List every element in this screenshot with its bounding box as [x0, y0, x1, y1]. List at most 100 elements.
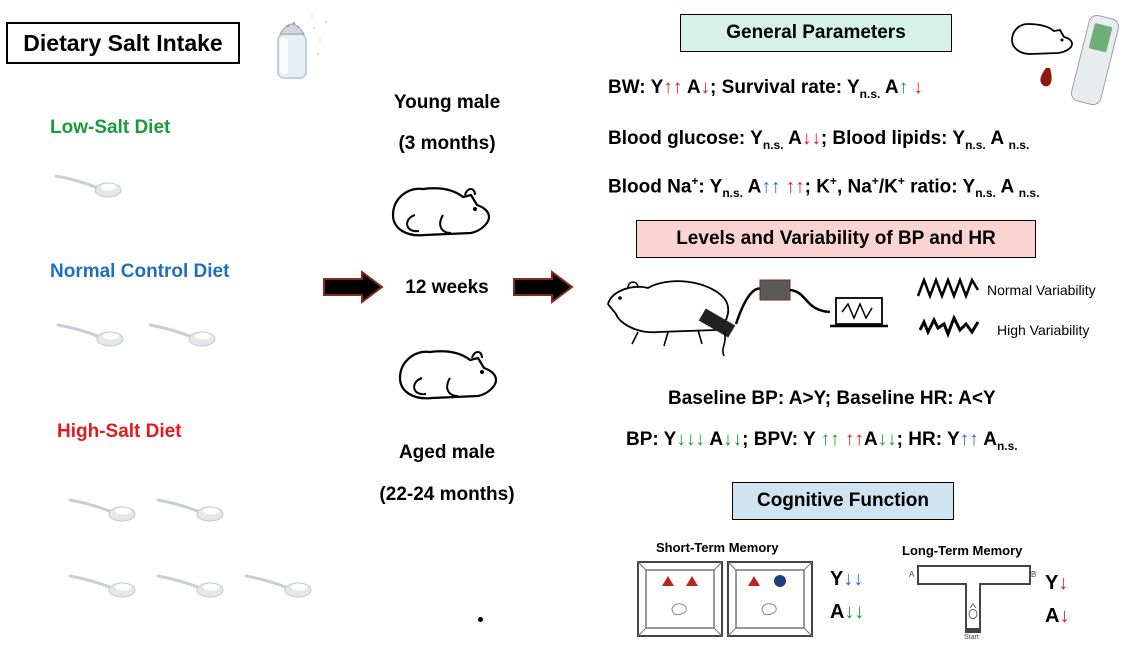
k-text: ; K: [804, 176, 830, 198]
high-salt-label: High-Salt Diet: [57, 421, 182, 442]
glucose-aged-arrows: ↓↓: [801, 128, 821, 149]
long-young-arrow: ↓: [1058, 572, 1069, 594]
long-aged-arrow: ↓: [1059, 605, 1070, 627]
arrow-right-icon: [513, 270, 574, 304]
lipids-text: ; Blood lipids: Y: [820, 128, 966, 149]
general-header-text: General Parameters: [726, 22, 906, 43]
salt-spoons: [54, 174, 313, 599]
lipids-aged-text: A: [985, 128, 1009, 149]
bp-header-text: Levels and Variability of BP and HR: [676, 228, 996, 249]
long-term-label: Long-Term Memory: [902, 543, 1023, 558]
na-aged-arrows-blue: ↑↑: [761, 176, 781, 198]
maze-start-label: Start: [964, 634, 979, 641]
short-young-arrows: ↓↓: [843, 568, 864, 590]
ratio-k-sup: +: [897, 174, 905, 188]
telemetry-illustration: [607, 279, 888, 357]
normal-variability-wave-icon: [916, 276, 980, 300]
aged-age: (22-24 months): [379, 484, 515, 505]
bpv-aged-arrows: ↓↓: [877, 429, 897, 450]
ratio-k-text: /K: [878, 176, 898, 198]
ratio-aged-sub: n.s.: [1018, 186, 1040, 201]
short-aged-text: A: [830, 601, 845, 623]
short-young-text: Y: [830, 568, 844, 590]
glucose-young-sub: n.s.: [762, 137, 784, 152]
bw-line: BW: Y↑↑ A↓; Survival rate: Yn.s. A↑ ↓: [608, 77, 923, 101]
na-sup: +: [691, 174, 699, 188]
spoon-icon: [244, 574, 313, 599]
long-aged-text: A: [1045, 605, 1060, 627]
maze-arm-b-label: B: [1031, 570, 1037, 579]
long-young-text: Y: [1045, 572, 1059, 594]
sodium-line: Blood Na+: Yn.s. A↑↑ ↑↑; K+, Na+/K+ rati…: [608, 174, 1039, 200]
spoon-icon: [54, 174, 123, 199]
general-header: General Parameters: [680, 14, 952, 52]
long-young-result: Y↓: [1045, 572, 1068, 595]
glucose-text: Blood glucose: Y: [608, 128, 763, 149]
bw-aged-arrows: ↓: [700, 77, 711, 98]
na-text: Blood Na: [608, 176, 692, 198]
ratio-na-sup: +: [871, 174, 879, 188]
young-label: Young male: [393, 92, 501, 113]
bp-header: Levels and Variability of BP and HR: [636, 220, 1036, 258]
spoon-icon: [148, 323, 217, 348]
young-mouse-icon: [391, 187, 491, 237]
bp-aged-arrows: ↓↓: [723, 429, 743, 450]
bp-results-line: BP: Y↓↓↓ A↓↓; BPV: Y ↑↑ ↑↑A↓↓; HR: Y↑↑ A…: [626, 429, 1018, 453]
short-aged-result: A↓↓: [830, 601, 864, 624]
cognitive-header: Cognitive Function: [732, 482, 954, 520]
na-young-text: : Y: [698, 176, 723, 198]
hr-text: ; HR: Y: [896, 429, 960, 450]
survival-aged-text: A: [880, 77, 899, 98]
short-term-memory-boxes: [637, 561, 813, 637]
bw-young-arrows: ↑↑: [663, 77, 683, 98]
bpv-aged-text: A: [863, 429, 878, 450]
aged-mouse-icon: [398, 350, 498, 400]
hr-aged-text: A: [978, 429, 997, 450]
bp-text: BP: Y: [626, 429, 677, 450]
hr-aged-sub: n.s.: [996, 438, 1018, 453]
low-salt-label: Low-Salt Diet: [50, 117, 171, 138]
young-age: (3 months): [398, 133, 496, 154]
survival-aged-arrow-green: ↑: [898, 77, 909, 98]
bpv-young-arrows-red: ↑↑: [839, 429, 864, 450]
spoon-icon: [156, 574, 225, 599]
cognitive-header-text: Cognitive Function: [756, 490, 930, 511]
duration-label: 12 weeks: [405, 277, 489, 298]
bp-young-arrows: ↓↓↓: [676, 429, 705, 450]
ratio-na-text: , Na: [836, 176, 872, 198]
short-term-label: Short-Term Memory: [656, 540, 779, 555]
ratio-young-text: ratio: Y: [904, 176, 976, 198]
bw-aged-text: A: [682, 77, 701, 98]
dot-mark: [478, 617, 483, 622]
glucometer-icon: [1011, 14, 1120, 106]
aged-label: Aged male: [398, 442, 496, 463]
bw-text: BW: Y: [608, 77, 664, 98]
diet-title: Dietary Salt Intake: [23, 29, 223, 56]
arrow-right-icon: [323, 270, 384, 304]
bpv-young-arrows-green: ↑↑: [820, 429, 840, 450]
salt-shaker-icon: [277, 15, 327, 79]
spoon-icon: [68, 574, 137, 599]
short-young-result: Y↓↓: [830, 568, 863, 591]
high-variability-wave-icon: [918, 314, 980, 338]
na-young-sub: n.s.: [722, 186, 744, 201]
normal-diet-label: Normal Control Diet: [50, 261, 230, 282]
survival-young-sub: n.s.: [859, 86, 881, 101]
ratio-young-sub: n.s.: [975, 186, 996, 201]
spoon-icon: [156, 498, 225, 523]
diet-title-box: Dietary Salt Intake: [6, 22, 240, 64]
lipids-aged-sub: n.s.: [1008, 137, 1030, 152]
t-maze-icon: [917, 565, 1031, 633]
glucose-line: Blood glucose: Yn.s. A↓↓; Blood lipids: …: [608, 128, 1029, 152]
long-aged-result: A↓: [1045, 605, 1069, 628]
hr-young-arrows: ↑↑: [959, 429, 979, 450]
ratio-aged-text: A: [995, 176, 1019, 198]
survival-text: ; Survival rate: Y: [710, 77, 860, 98]
spoon-icon: [68, 498, 137, 523]
glucose-aged-text: A: [783, 128, 802, 149]
high-variability-label: High Variability: [997, 322, 1090, 338]
maze-arm-a-label: A: [909, 570, 915, 579]
bpv-text: ; BPV: Y: [742, 429, 821, 450]
normal-variability-label: Normal Variability: [987, 282, 1096, 298]
short-aged-arrows: ↓↓: [844, 601, 865, 623]
